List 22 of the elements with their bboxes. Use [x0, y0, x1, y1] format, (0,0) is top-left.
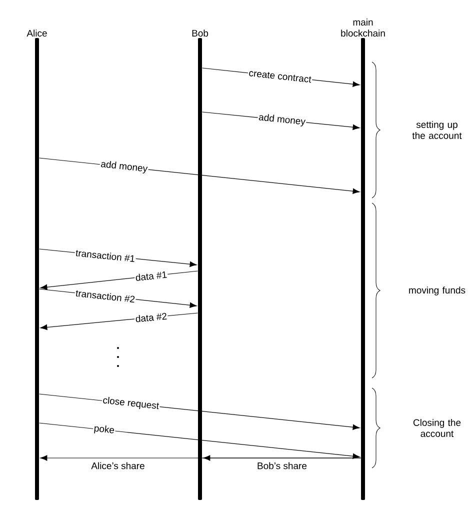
edge-label: data #2 — [134, 312, 168, 324]
edge-label: close request — [101, 395, 160, 412]
lifeline: Alice — [26, 30, 47, 500]
node-label: main blockchain — [341, 18, 385, 37]
edge-label: create contract — [248, 69, 313, 84]
lifeline: Bob — [192, 30, 208, 500]
lifeline: main blockchain — [341, 18, 385, 500]
arrow — [38, 422, 360, 459]
phase-label: moving funds — [409, 286, 466, 296]
edge-label: Alice’s share — [91, 462, 144, 470]
node-label: Bob — [192, 30, 208, 37]
edge-label: add money — [257, 112, 307, 128]
edge-label: poke — [92, 424, 116, 436]
arrow — [203, 455, 362, 461]
phase-label: Closing the account — [413, 419, 461, 437]
node-label: Alice — [26, 30, 47, 37]
edge-label: data #1 — [134, 270, 168, 282]
edge-label: transaction #2 — [74, 288, 136, 304]
edge-label: transaction #1 — [74, 248, 136, 263]
edge-label: Bob’s share — [258, 462, 307, 470]
phase-label: setting up the account — [412, 121, 462, 139]
edge-label: add money — [99, 159, 149, 175]
